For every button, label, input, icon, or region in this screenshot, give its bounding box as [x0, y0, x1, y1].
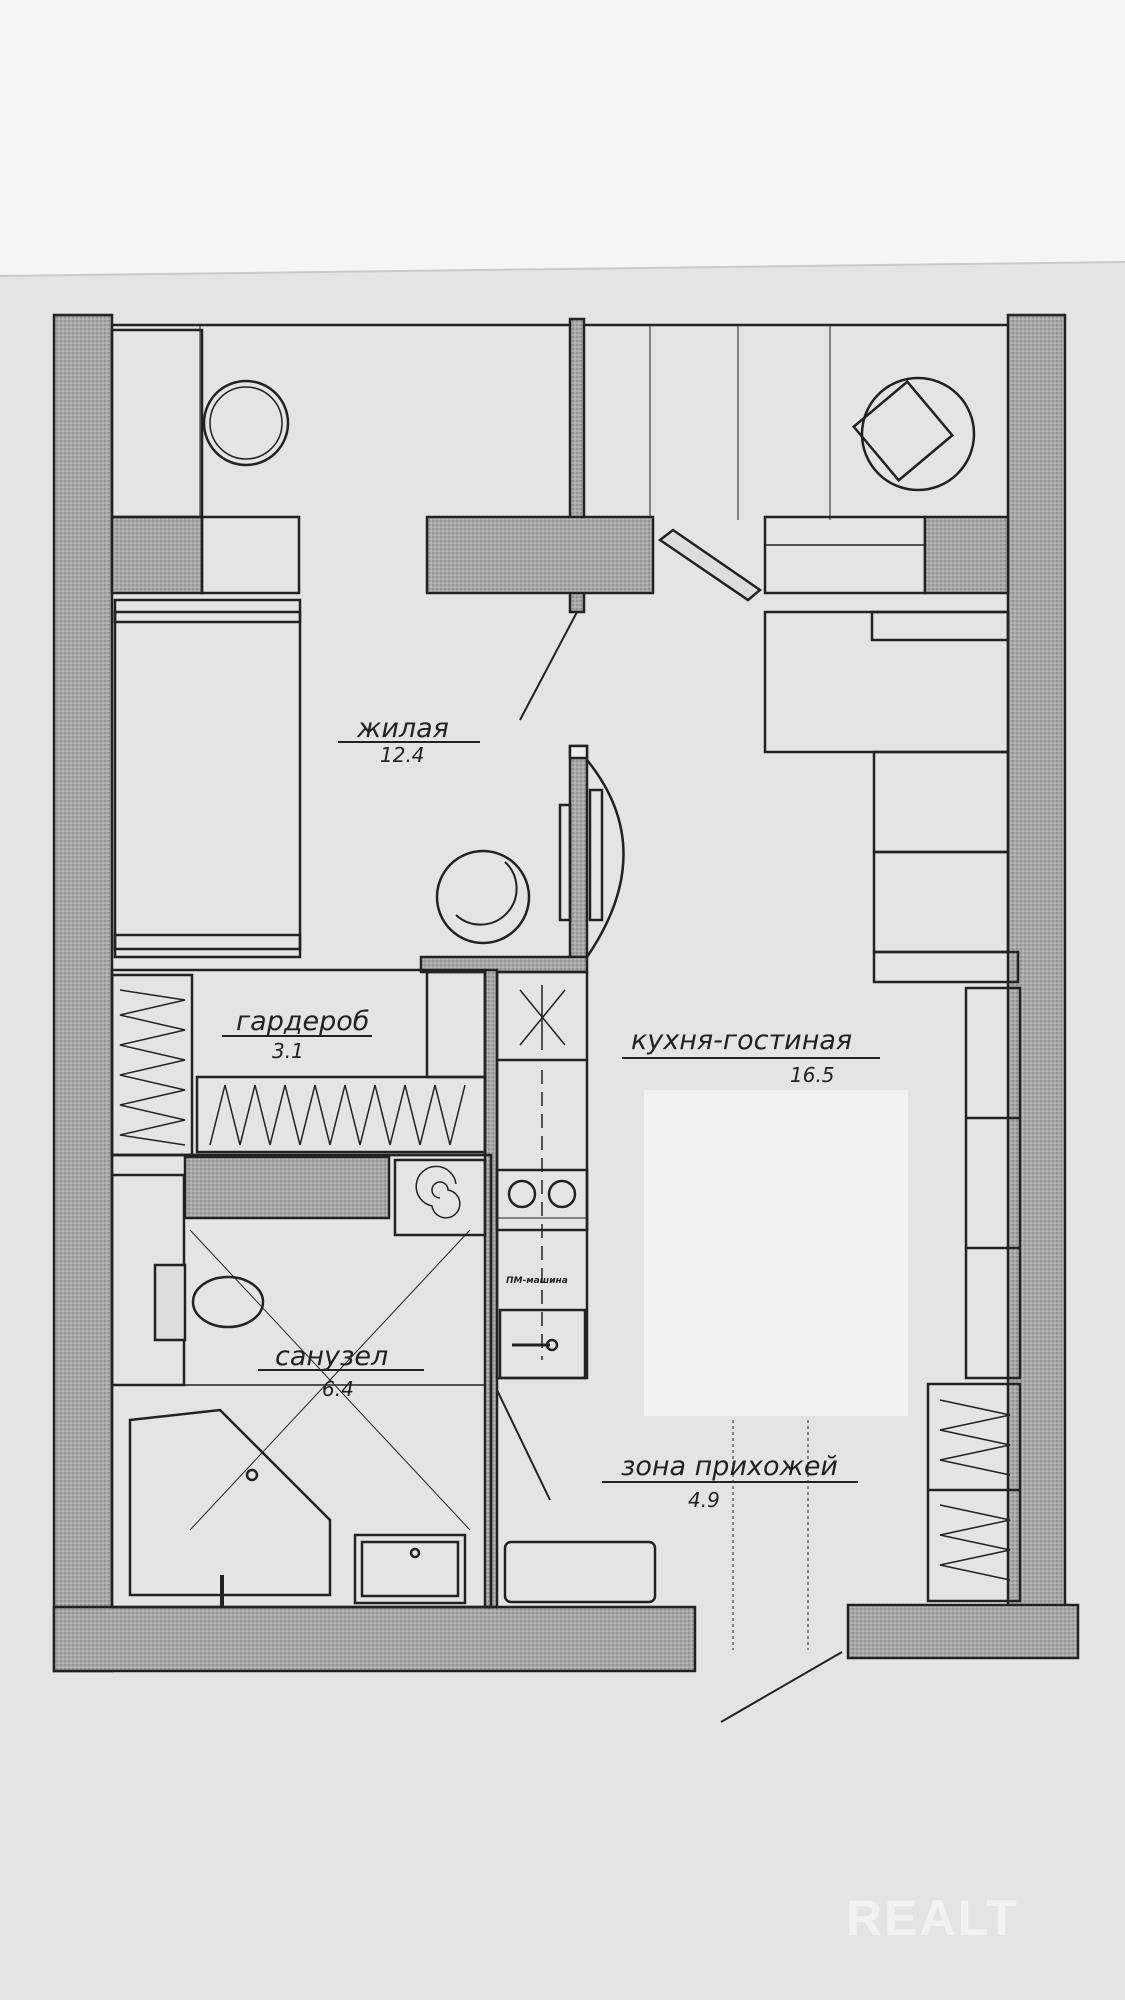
entry-door [720, 1651, 843, 1723]
pasted-paper [644, 1090, 908, 1416]
wall-left [52, 313, 114, 1673]
wardrobe-block [110, 515, 204, 595]
corner-bathtub [128, 1408, 332, 1597]
boiler [393, 1158, 487, 1237]
wall-bottom-right [846, 1603, 1080, 1660]
right-shelves [964, 986, 1022, 1380]
svg-text:12.4: 12.4 [380, 743, 425, 767]
entry-wardrobe [926, 1382, 1022, 1603]
round-table [202, 379, 290, 467]
svg-text:кухня-гостиная: кухня-гостиная [631, 1025, 852, 1056]
bathroom [110, 1153, 493, 1609]
bed [113, 598, 302, 959]
dishwasher [498, 1308, 587, 1380]
svg-text:жилая: жилая [356, 713, 449, 744]
toilet [191, 1275, 265, 1329]
wall-right [1006, 313, 1067, 1617]
room-label-kitchen-living: кухня-гостиная 16.5 [622, 1025, 880, 1087]
shoe-bench [503, 1540, 657, 1604]
washbasin [353, 1533, 467, 1605]
room-label-hallway: зона прихожей 4.9 [602, 1451, 858, 1512]
watermark-logo: REALT [846, 1890, 1019, 1946]
sofa [763, 610, 1020, 984]
bar-counter [425, 515, 655, 595]
svg-text:санузел: санузел [275, 1341, 388, 1372]
cooktop-icon [495, 1168, 589, 1232]
wall-bottom-left [52, 1605, 697, 1673]
svg-text:4.9: 4.9 [688, 1488, 720, 1512]
room-label-living: жилая 12.4 [338, 713, 480, 767]
appliance-label: ПМ-машина [506, 1276, 568, 1286]
room-label-bathroom: санузел 6.4 [258, 1341, 424, 1401]
svg-text:зона прихожей: зона прихожей [621, 1451, 838, 1482]
svg-text:3.1: 3.1 [272, 1039, 304, 1063]
sink-icon [519, 985, 566, 1050]
armchair [851, 376, 976, 492]
room-label-wardrobe: гардероб 3.1 [222, 1006, 372, 1063]
svg-text:16.5: 16.5 [790, 1063, 835, 1087]
round-chair [435, 849, 531, 945]
top-paper-sheet [0, 0, 1125, 276]
svg-text:гардероб: гардероб [236, 1006, 369, 1037]
svg-text:6.4: 6.4 [322, 1377, 354, 1401]
